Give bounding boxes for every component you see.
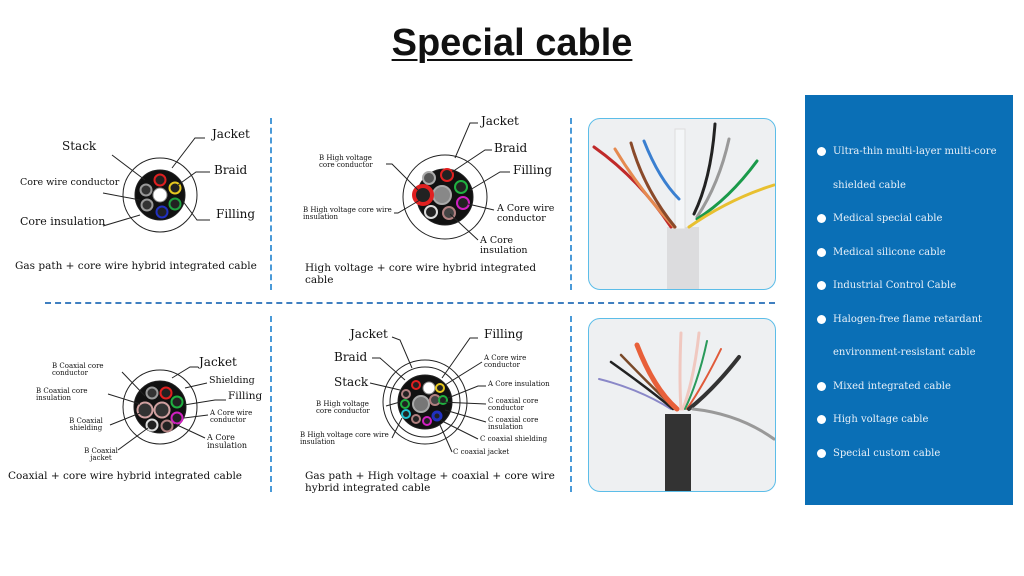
diagram-4-label: C coaxial core conductor xyxy=(488,397,539,413)
diagram-2-label: B High voltage core wire insulation xyxy=(303,206,392,222)
diagram-1-label: Filling xyxy=(216,207,256,221)
page-title: Special cable xyxy=(0,22,1024,65)
cable-cross-section-diagrams xyxy=(102,122,510,453)
diagram-4-label: B High voltage core wire insulation xyxy=(300,431,389,447)
diagram-1-cross-section xyxy=(102,137,210,233)
divider-horizontal xyxy=(45,302,775,304)
diagram-1-caption: Gas path + core wire hybrid integrated c… xyxy=(15,260,257,272)
bullet-icon xyxy=(817,147,826,156)
diagram-4-caption: Gas path + High voltage + coaxial + core… xyxy=(305,470,555,495)
product-item: Special custom cable xyxy=(817,437,1005,471)
diagram-4-label: Stack xyxy=(334,375,369,389)
diagram-4-label: C coaxial shielding xyxy=(480,435,548,443)
diagram-3-cross-section xyxy=(107,366,226,451)
product-item-label: Halogen-free flame retardant environment… xyxy=(833,313,983,359)
product-item: High voltage cable xyxy=(817,403,1005,437)
diagram-3-caption: Coaxial + core wire hybrid integrated ca… xyxy=(8,470,243,482)
diagram-1-label: Core insulation xyxy=(20,215,106,228)
diagram-4-cross-section xyxy=(369,336,487,453)
product-item-label: Mixed integrated cable xyxy=(833,380,951,392)
diagram-2-label: A Core wire conductor xyxy=(497,203,555,224)
bullet-icon xyxy=(817,247,826,257)
diagram-4-label: C coaxial jacket xyxy=(453,448,510,456)
product-item-label: High voltage cable xyxy=(833,414,929,425)
diagram-4-label: A Core insulation xyxy=(488,380,550,388)
diagram-2-caption: High voltage + core wire hybrid integrat… xyxy=(305,262,537,287)
product-list: Ultra-thin multi-layer multi-core shield… xyxy=(817,135,1005,470)
product-item: Halogen-free flame retardant environment… xyxy=(817,303,1005,370)
bullet-icon xyxy=(817,448,826,458)
diagram-3-label: Filling xyxy=(228,390,263,402)
product-item: Mixed integrated cable xyxy=(817,370,1005,404)
product-item-label: Medical silicone cable xyxy=(833,246,946,258)
diagram-4-label: Jacket xyxy=(350,327,388,341)
bullet-icon xyxy=(817,415,826,424)
diagram-1-label: Core wire conductor xyxy=(20,177,120,188)
diagram-4-label: Filling xyxy=(484,327,524,341)
product-item: Industrial Control Cable xyxy=(817,269,1005,303)
white-cable-photo xyxy=(588,118,776,290)
divider-vertical xyxy=(570,316,572,492)
divider-vertical xyxy=(570,118,572,290)
diagram-1-label: Braid xyxy=(214,163,248,177)
diagram-3-label: Shielding xyxy=(209,375,255,386)
diagram-2-label: Filling xyxy=(513,163,553,177)
product-item-label: Ultra-thin multi-layer multi-core shield… xyxy=(833,146,997,191)
black-cable-photo xyxy=(588,318,776,492)
diagram-2-label: Braid xyxy=(494,141,528,155)
bullet-icon xyxy=(817,381,826,391)
diagram-1-label: Stack xyxy=(62,139,97,153)
diagram-4-label: C coaxial core insulation xyxy=(488,416,539,432)
product-item: Medical special cable xyxy=(817,202,1005,236)
diagram-2-label: B High voltage core conductor xyxy=(319,154,373,170)
diagram-3-label: B Coaxial shielding xyxy=(69,417,103,433)
product-item-label: Industrial Control Cable xyxy=(833,280,957,291)
diagram-3-label: B Coaxial jacket xyxy=(84,447,118,463)
diagram-3-label: A Core insulation xyxy=(207,433,248,451)
diagram-2-label: A Core insulation xyxy=(480,235,528,256)
page-title-text: Special cable xyxy=(391,22,633,64)
diagram-1-label: Jacket xyxy=(212,127,250,141)
product-item-label: Special custom cable xyxy=(833,447,941,459)
diagram-3-label: B Coaxial core conductor xyxy=(52,362,104,378)
bullet-icon xyxy=(817,314,826,324)
diagram-3-label: Jacket xyxy=(199,355,237,369)
product-item: Ultra-thin multi-layer multi-core shield… xyxy=(817,135,1003,202)
diagram-2-label: Jacket xyxy=(481,114,519,128)
diagram-3-label: B Coaxial core insulation xyxy=(36,387,88,403)
diagram-2-cross-section xyxy=(386,122,510,241)
diagram-4-label: B High voltage core conductor xyxy=(316,400,370,416)
product-item: Medical silicone cable xyxy=(817,236,1005,270)
product-list-panel: Ultra-thin multi-layer multi-core shield… xyxy=(805,95,1013,505)
product-item-label: Medical special cable xyxy=(833,213,943,224)
diagram-4-label: A Core wire conductor xyxy=(484,354,527,370)
diagram-3-label: A Core wire conductor xyxy=(210,409,253,425)
divider-vertical xyxy=(270,118,272,290)
diagram-4-label: Braid xyxy=(334,350,368,364)
divider-vertical xyxy=(270,316,272,492)
bullet-icon xyxy=(817,214,826,223)
bullet-icon xyxy=(817,281,826,290)
